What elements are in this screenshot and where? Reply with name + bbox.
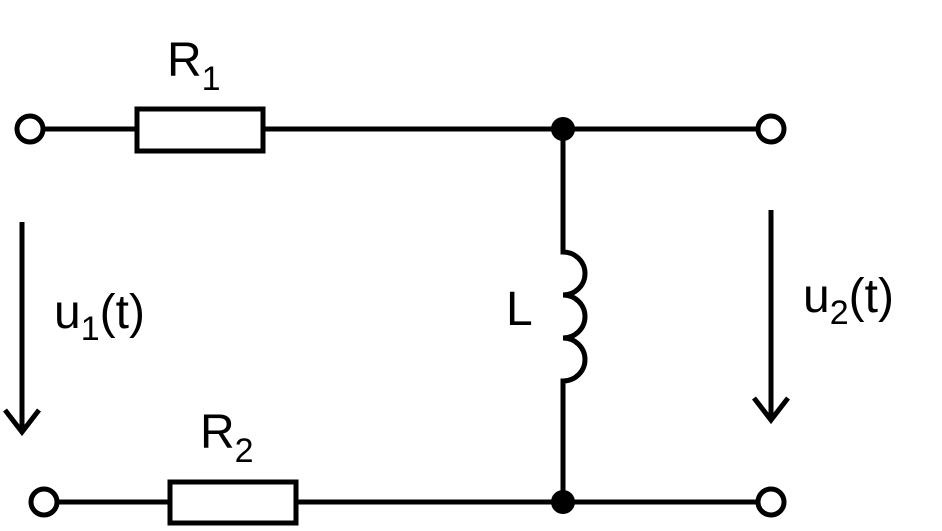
label-r1: R1: [167, 34, 221, 98]
output-terminal-top: [755, 113, 787, 145]
resistor-r1: [134, 106, 266, 154]
label-u2: u2(t): [803, 270, 894, 332]
label-u1: u1(t): [54, 286, 145, 348]
arrow-u2-icon: [752, 210, 790, 425]
label-r2: R2: [200, 406, 254, 470]
output-terminal-bottom: [755, 486, 787, 518]
resistor-r2: [167, 479, 299, 526]
inductor-l: [560, 129, 588, 502]
label-l: L: [506, 283, 533, 336]
input-terminal-bottom: [28, 486, 60, 518]
arrow-u1-icon: [3, 222, 41, 437]
input-terminal-top: [14, 113, 46, 145]
